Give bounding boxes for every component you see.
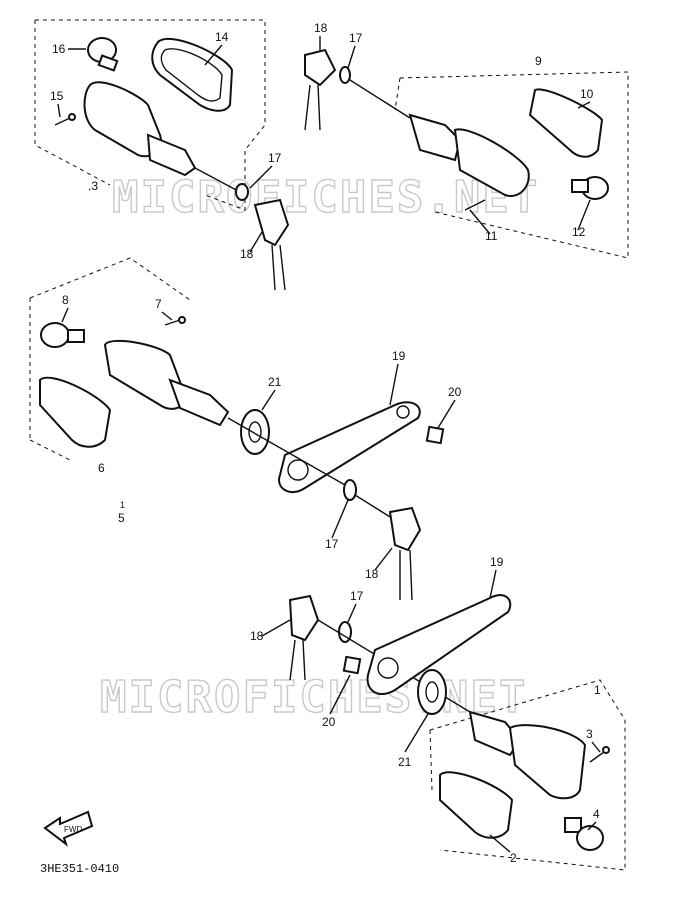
callout-2: 2 [510, 851, 517, 865]
leader-lines [57, 36, 601, 853]
callout-19-a: 19 [392, 349, 406, 363]
callout-10: 10 [580, 87, 594, 101]
callout-1: 1 [594, 683, 601, 697]
callout-6: 6 [98, 461, 105, 475]
callout-17-a: 17 [268, 151, 282, 165]
bulb-12 [571, 176, 609, 200]
fwd-arrow-icon: FWD [43, 810, 94, 847]
callout-19-b: 19 [490, 555, 504, 569]
callout-5: 5 [118, 511, 125, 525]
bracket-19-middle [278, 401, 421, 494]
callout-4: 4 [593, 807, 600, 821]
callout-21-b: 21 [398, 755, 412, 769]
screw-15 [54, 113, 76, 126]
turn-signal-housing-13 [83, 81, 249, 201]
callout-12: 12 [572, 225, 586, 239]
bulb-4 [564, 817, 604, 851]
watermark-top: MICROFICHES.NET [112, 172, 539, 223]
callout-16: 16 [52, 42, 66, 56]
bulb-16 [87, 37, 119, 72]
screw-7 [164, 316, 186, 326]
callout-20-b: 20 [322, 715, 336, 729]
group-boundary-bottom [429, 679, 626, 871]
lens-10 [528, 88, 604, 158]
fwd-label: FWD [64, 825, 82, 834]
connector-18-bottom [288, 594, 352, 681]
lens-2 [439, 771, 514, 839]
callout-13: .3 [88, 179, 98, 193]
callout-labels: 16 14 15 .3 17 18 18 17 9 10 11 12 8 7 6… [50, 21, 601, 865]
connector-18-top-left [253, 198, 290, 291]
callout-1-small: 1 [120, 500, 125, 510]
screw-3 [589, 746, 610, 763]
lens-6 [39, 376, 112, 448]
callout-8: 8 [62, 293, 69, 307]
callout-18-b: 18 [314, 21, 328, 35]
callout-18-c: 18 [365, 567, 379, 581]
bracket-19-bottom [366, 594, 512, 695]
connector-18-top-right [304, 48, 351, 131]
turn-signal-housing-1 [468, 710, 587, 800]
connector-18-middle [343, 479, 422, 601]
callout-17-b: 17 [349, 31, 363, 45]
group-boundary-top-left [34, 19, 266, 211]
callout-17-d: 17 [350, 589, 364, 603]
group-boundary-top-right [394, 71, 629, 259]
callout-15: 15 [50, 89, 64, 103]
group-boundary-middle [29, 257, 191, 461]
diagram-code: 3HE351-0410 [40, 862, 119, 876]
callout-3: 3 [586, 727, 593, 741]
turn-signal-housing-11 [408, 113, 530, 211]
callout-18-d: 18 [250, 629, 264, 643]
callout-9: 9 [535, 54, 542, 68]
nut-20-middle [425, 425, 445, 445]
callout-20-a: 20 [448, 385, 462, 399]
grommet-21-middle [240, 409, 270, 455]
nut-20-bottom [342, 655, 362, 675]
callout-7: 7 [155, 297, 162, 311]
lens-14 [151, 37, 234, 112]
callout-14: 14 [215, 30, 229, 44]
bulb-8 [40, 322, 85, 348]
grommet-21-bottom [417, 669, 447, 715]
callout-21-a: 21 [268, 375, 282, 389]
watermark-bottom: MICROFICHES.NET [100, 672, 527, 723]
turn-signal-housing-5 [103, 339, 230, 427]
callout-17-c: 17 [325, 537, 339, 551]
